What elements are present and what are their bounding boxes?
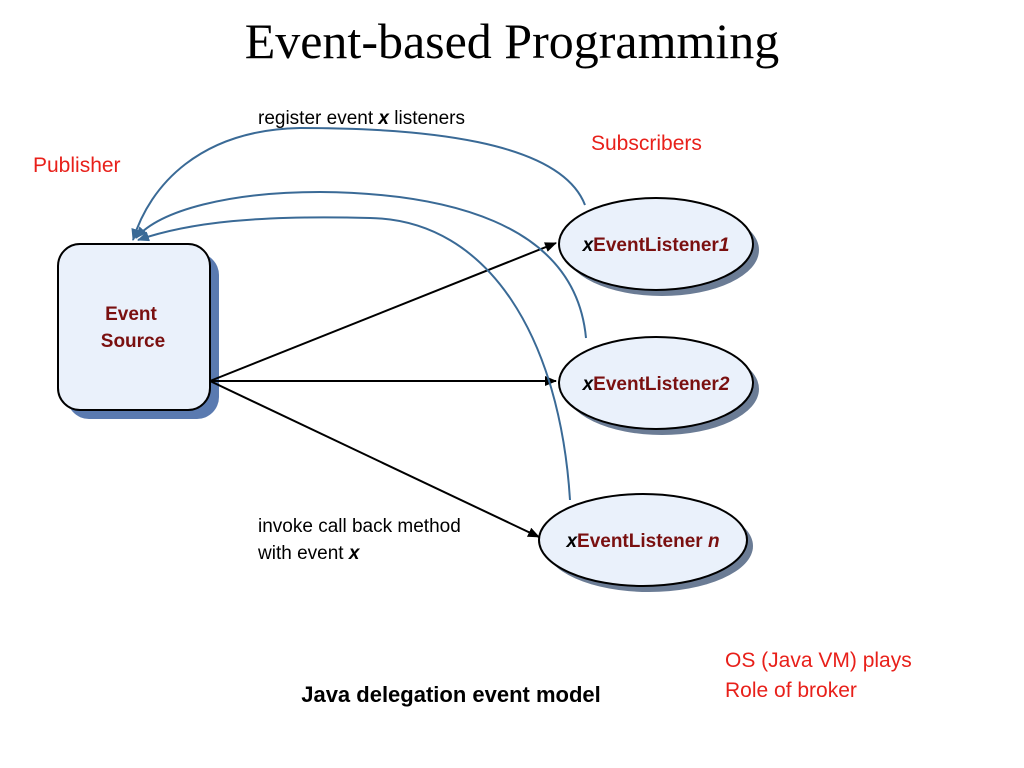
register-arrow-2 bbox=[135, 190, 587, 339]
subscribers-label: Subscribers bbox=[591, 132, 702, 155]
register-note-prefix: register event bbox=[258, 108, 378, 129]
invoke-note-prefix: with event bbox=[257, 543, 349, 564]
publisher-label: Publisher bbox=[33, 154, 121, 177]
register-note-suffix: listeners bbox=[389, 108, 465, 129]
listener-1-name: EventListener bbox=[593, 235, 719, 256]
broker-label-line2: Role of broker bbox=[725, 679, 857, 702]
page-title: Event-based Programming bbox=[245, 13, 780, 69]
diagram-caption: Java delegation event model bbox=[301, 682, 601, 707]
listener-2-prefix: x bbox=[582, 374, 595, 395]
register-note: register event x listeners bbox=[258, 108, 465, 129]
listener-n-prefix: x bbox=[565, 531, 578, 552]
listener-2-suffix: 2 bbox=[718, 374, 730, 395]
invoke-note-line2: with event x bbox=[257, 543, 361, 564]
invoke-arrow-n bbox=[209, 380, 540, 538]
listener-1-ellipse bbox=[558, 197, 754, 291]
register-arrow-n bbox=[137, 216, 571, 501]
listener-2-ellipse bbox=[558, 336, 754, 430]
listener-node-2: xEventListener2 bbox=[558, 336, 759, 435]
event-source-line1: Event bbox=[105, 304, 157, 325]
listener-node-1: xEventListener1 bbox=[558, 197, 759, 296]
listener-n-ellipse bbox=[538, 493, 748, 587]
listener-2-label: xEventListener2 bbox=[582, 374, 730, 395]
event-source-box bbox=[57, 243, 211, 411]
listener-n-name: EventListener bbox=[577, 531, 708, 552]
invoke-note-line1: invoke call back method bbox=[258, 516, 461, 537]
register-arrow-1 bbox=[131, 126, 586, 241]
event-source-node: Event Source bbox=[57, 243, 219, 419]
event-source-line2: Source bbox=[101, 331, 165, 352]
listener-1-label: xEventListener1 bbox=[582, 235, 730, 256]
listener-1-suffix: 1 bbox=[719, 235, 730, 256]
broker-label-line1: OS (Java VM) plays bbox=[725, 649, 912, 672]
invoke-note-var: x bbox=[348, 543, 361, 564]
listener-node-n: xEventListener n bbox=[538, 493, 753, 592]
listener-n-label: xEventListener n bbox=[565, 531, 719, 552]
listener-2-name: EventListener bbox=[593, 374, 719, 395]
listener-n-suffix: n bbox=[708, 531, 720, 552]
register-note-var: x bbox=[377, 108, 390, 129]
listener-1-prefix: x bbox=[582, 235, 595, 256]
invoke-arrow-1 bbox=[209, 242, 557, 382]
